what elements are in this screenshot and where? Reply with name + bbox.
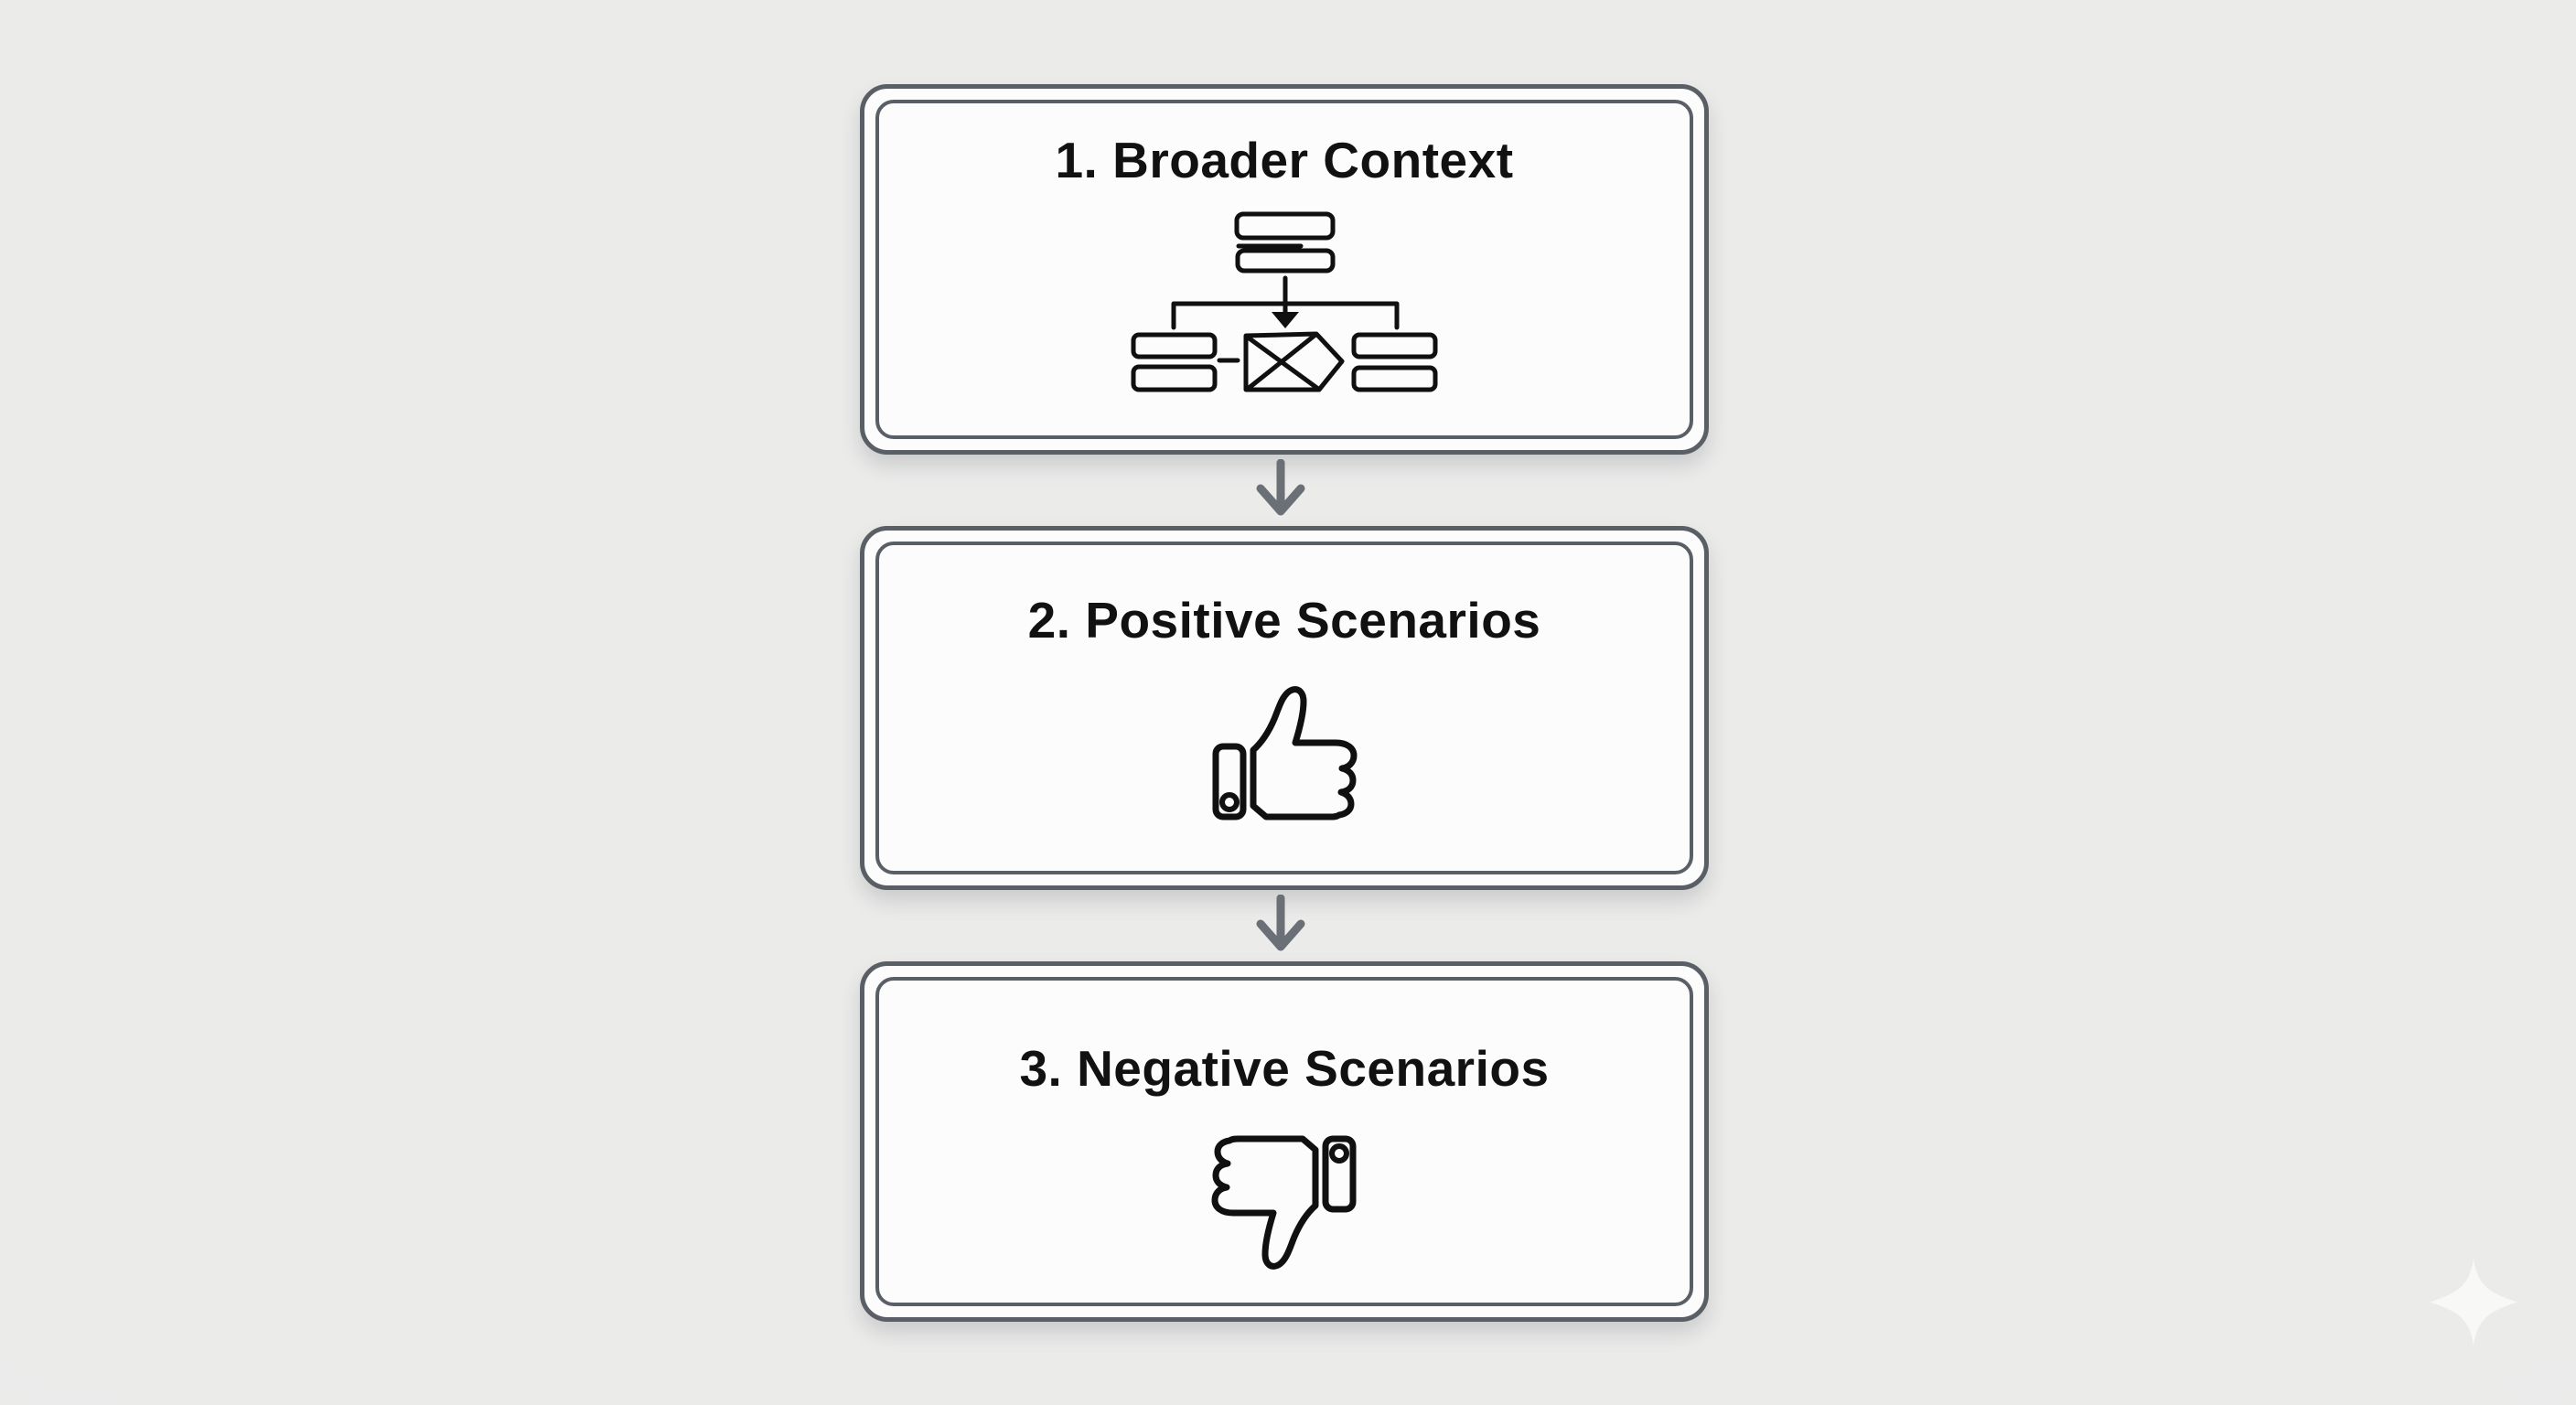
step-box-inner-frame: 1. Broader Context	[875, 100, 1693, 439]
step-title: 2. Positive Scenarios	[1027, 592, 1541, 649]
org-chart-icon	[1131, 211, 1438, 392]
step-box-inner-frame: 3. Negative Scenarios	[875, 977, 1693, 1306]
thumbs-down-icon	[1211, 1135, 1357, 1270]
step-title: 3. Negative Scenarios	[1019, 1040, 1550, 1097]
arrow-down-icon	[1256, 459, 1305, 516]
step-title: 1. Broader Context	[1055, 132, 1514, 188]
step-box-inner-frame: 2. Positive Scenarios	[875, 542, 1693, 874]
step-box-positive-scenarios: 2. Positive Scenarios	[860, 526, 1709, 890]
sparkle-icon	[2430, 1258, 2517, 1346]
thumbs-up-icon	[1212, 686, 1358, 820]
step-box-negative-scenarios: 3. Negative Scenarios	[860, 961, 1709, 1322]
arrow-down-icon	[1256, 895, 1305, 951]
step-box-broader-context: 1. Broader Context	[860, 84, 1709, 455]
